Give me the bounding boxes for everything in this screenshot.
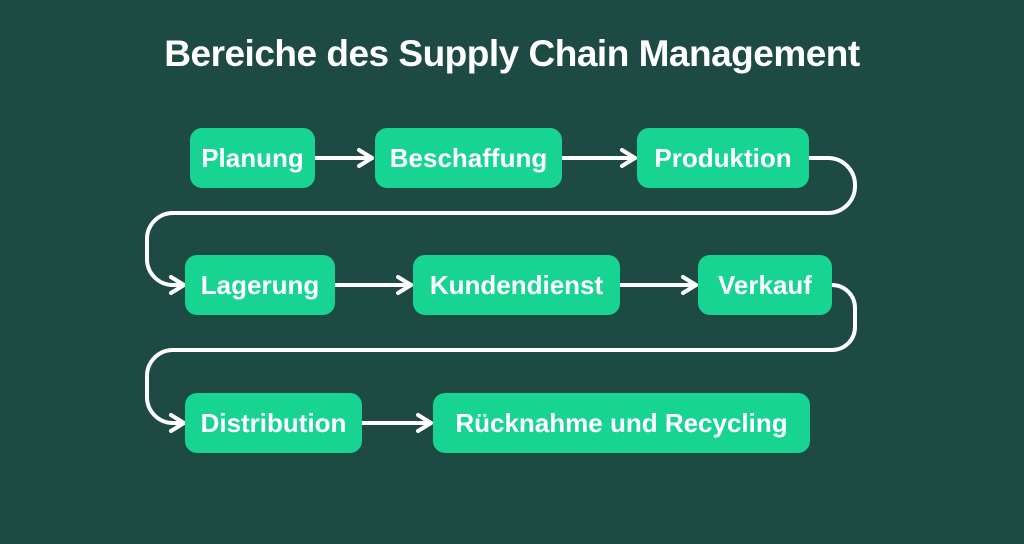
connector-verkauf-distribution-wrap [145, 283, 857, 433]
node-ruecknahme-recycling: Rücknahme und Recycling [433, 393, 810, 453]
node-produktion: Produktion [637, 128, 809, 188]
node-kundendienst: Kundendienst [413, 255, 620, 315]
connector-produktion-lagerung-wrap [145, 156, 857, 295]
node-distribution: Distribution [185, 393, 362, 453]
diagram-title: Bereiche des Supply Chain Management [164, 33, 860, 74]
node-verkauf: Verkauf [698, 255, 832, 315]
node-lagerung: Lagerung [185, 255, 335, 315]
node-beschaffung: Beschaffung [375, 128, 562, 188]
node-planung: Planung [190, 128, 315, 188]
